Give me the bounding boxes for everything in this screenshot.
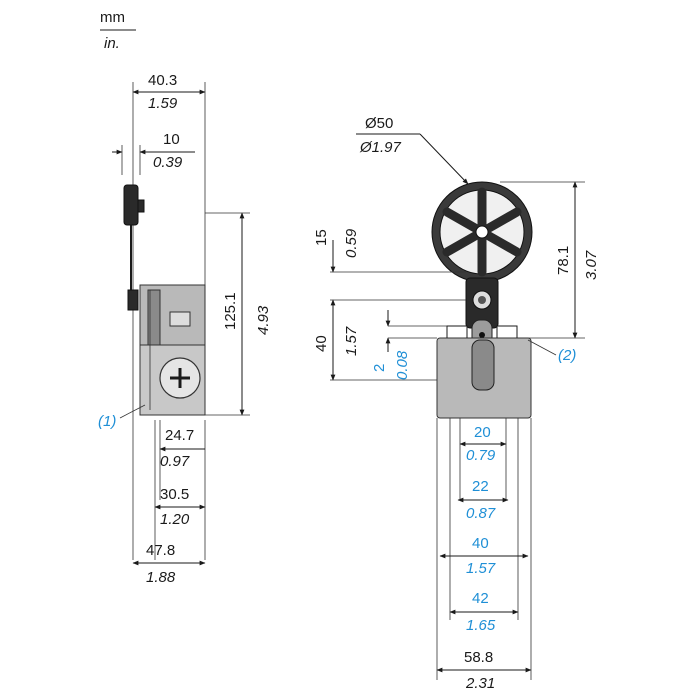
dim-offset-small-in: 0.08: [394, 350, 411, 380]
dim-width-2-in: 0.87: [466, 505, 496, 522]
dim-lever-thickness-mm: 10: [163, 131, 180, 148]
dim-width-total-mm: 40.3: [148, 72, 177, 89]
dim-lever-thickness-in: 0.39: [153, 154, 183, 171]
dim-b-in: 1.20: [160, 511, 190, 528]
dim-height-right-in: 3.07: [583, 250, 600, 280]
dim-width-3-in: 1.57: [466, 560, 496, 577]
dim-height-right-mm: 78.1: [555, 246, 572, 275]
dim-c-mm: 47.8: [146, 542, 175, 559]
dim-width-total-in: 1.59: [148, 95, 178, 112]
dim-width-4-in: 1.65: [466, 617, 496, 634]
unit-mm: mm: [100, 9, 125, 26]
dim-offset-mid-in: 1.57: [343, 326, 360, 356]
dim-width-5-mm: 58.8: [464, 649, 493, 666]
dim-offset-small-mm: 2: [371, 364, 388, 372]
dim-roller-in: Ø1.97: [359, 139, 402, 156]
dim-width-1-mm: 20: [474, 424, 491, 441]
unit-in: in.: [104, 35, 120, 52]
dim-height-in: 4.93: [255, 305, 272, 335]
dim-offset-top-in: 0.59: [343, 228, 360, 258]
dim-height-mm: 125.1: [222, 292, 239, 330]
dim-offset-top-mm: 15: [313, 229, 330, 246]
dim-width-5-in: 2.31: [465, 675, 495, 692]
callout-2: (2): [558, 347, 576, 364]
dim-width-1-in: 0.79: [466, 447, 496, 464]
side-view: 40.3 1.59 10 0.39 125.1 4.93 (1): [98, 72, 272, 586]
dim-width-2-mm: 22: [472, 478, 489, 495]
callout-1: (1): [98, 413, 116, 430]
dim-b-mm: 30.5: [160, 486, 189, 503]
unit-legend: mm in.: [100, 9, 136, 52]
dim-offset-mid-mm: 40: [313, 335, 330, 352]
dim-c-in: 1.88: [146, 569, 176, 586]
dim-width-4-mm: 42: [472, 590, 489, 607]
dim-roller-mm: Ø50: [365, 115, 393, 132]
front-view: Ø50 Ø1.97 15 0.59 40 1.57 2 0.08: [313, 115, 600, 692]
dim-a-in: 0.97: [160, 453, 190, 470]
dim-width-3-mm: 40: [472, 535, 489, 552]
dim-a-mm: 24.7: [165, 427, 194, 444]
